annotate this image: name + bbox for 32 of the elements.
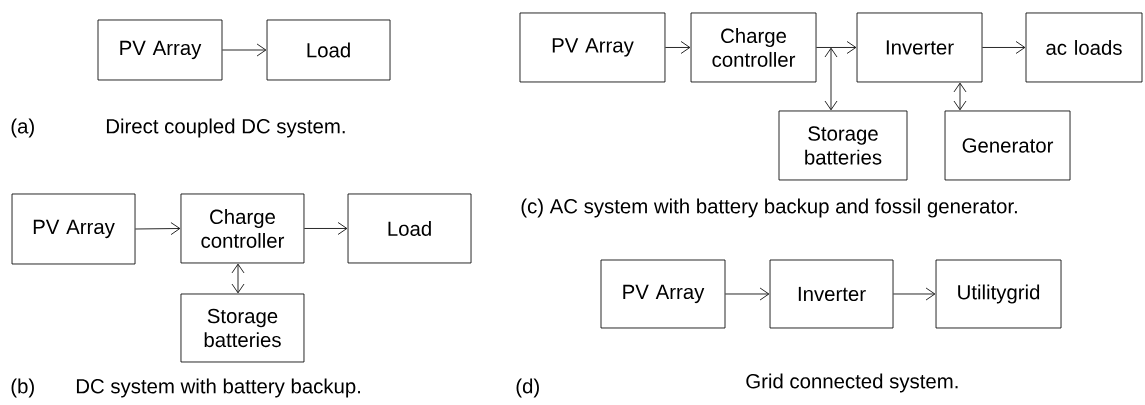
arrow: [665, 41, 691, 54]
arrow: [231, 263, 245, 294]
caption-text: (d): [516, 378, 539, 398]
block-box: PV Array: [11, 193, 136, 265]
arrow: [725, 287, 770, 301]
caption-text: (a): [11, 118, 34, 138]
arrow: [824, 47, 838, 111]
block-box: PV Array: [600, 259, 726, 329]
block-box: Charge controller: [180, 193, 305, 264]
block-box: ac loads: [1025, 12, 1143, 83]
block-box: Utilitygrid: [935, 259, 1062, 329]
block-box: Inverter: [769, 259, 894, 329]
arrow: [135, 222, 181, 235]
block-box: Generator: [944, 110, 1071, 181]
block-box: PV Array: [97, 19, 223, 81]
caption-text: Direct coupled DC system.: [106, 118, 345, 138]
block-box: Storage batteries: [778, 110, 908, 181]
arrow: [303, 222, 348, 235]
arrow: [982, 41, 1026, 54]
block-box: Inverter: [856, 12, 983, 83]
arrow: [893, 287, 936, 301]
block-box: Load: [266, 19, 391, 81]
block-box: Storage batteries: [180, 293, 305, 363]
caption-text: (c) AC system with battery backup and fossil generator.: [521, 198, 1017, 218]
caption-text: (b): [11, 378, 34, 398]
block-box: Load: [347, 193, 472, 264]
arrow: [816, 41, 857, 54]
block-box: Charge controller: [690, 12, 817, 83]
arrow: [953, 82, 967, 111]
caption-text: Grid connected system.: [746, 373, 958, 393]
arrow: [222, 43, 267, 57]
block-box: PV Array: [519, 12, 666, 83]
